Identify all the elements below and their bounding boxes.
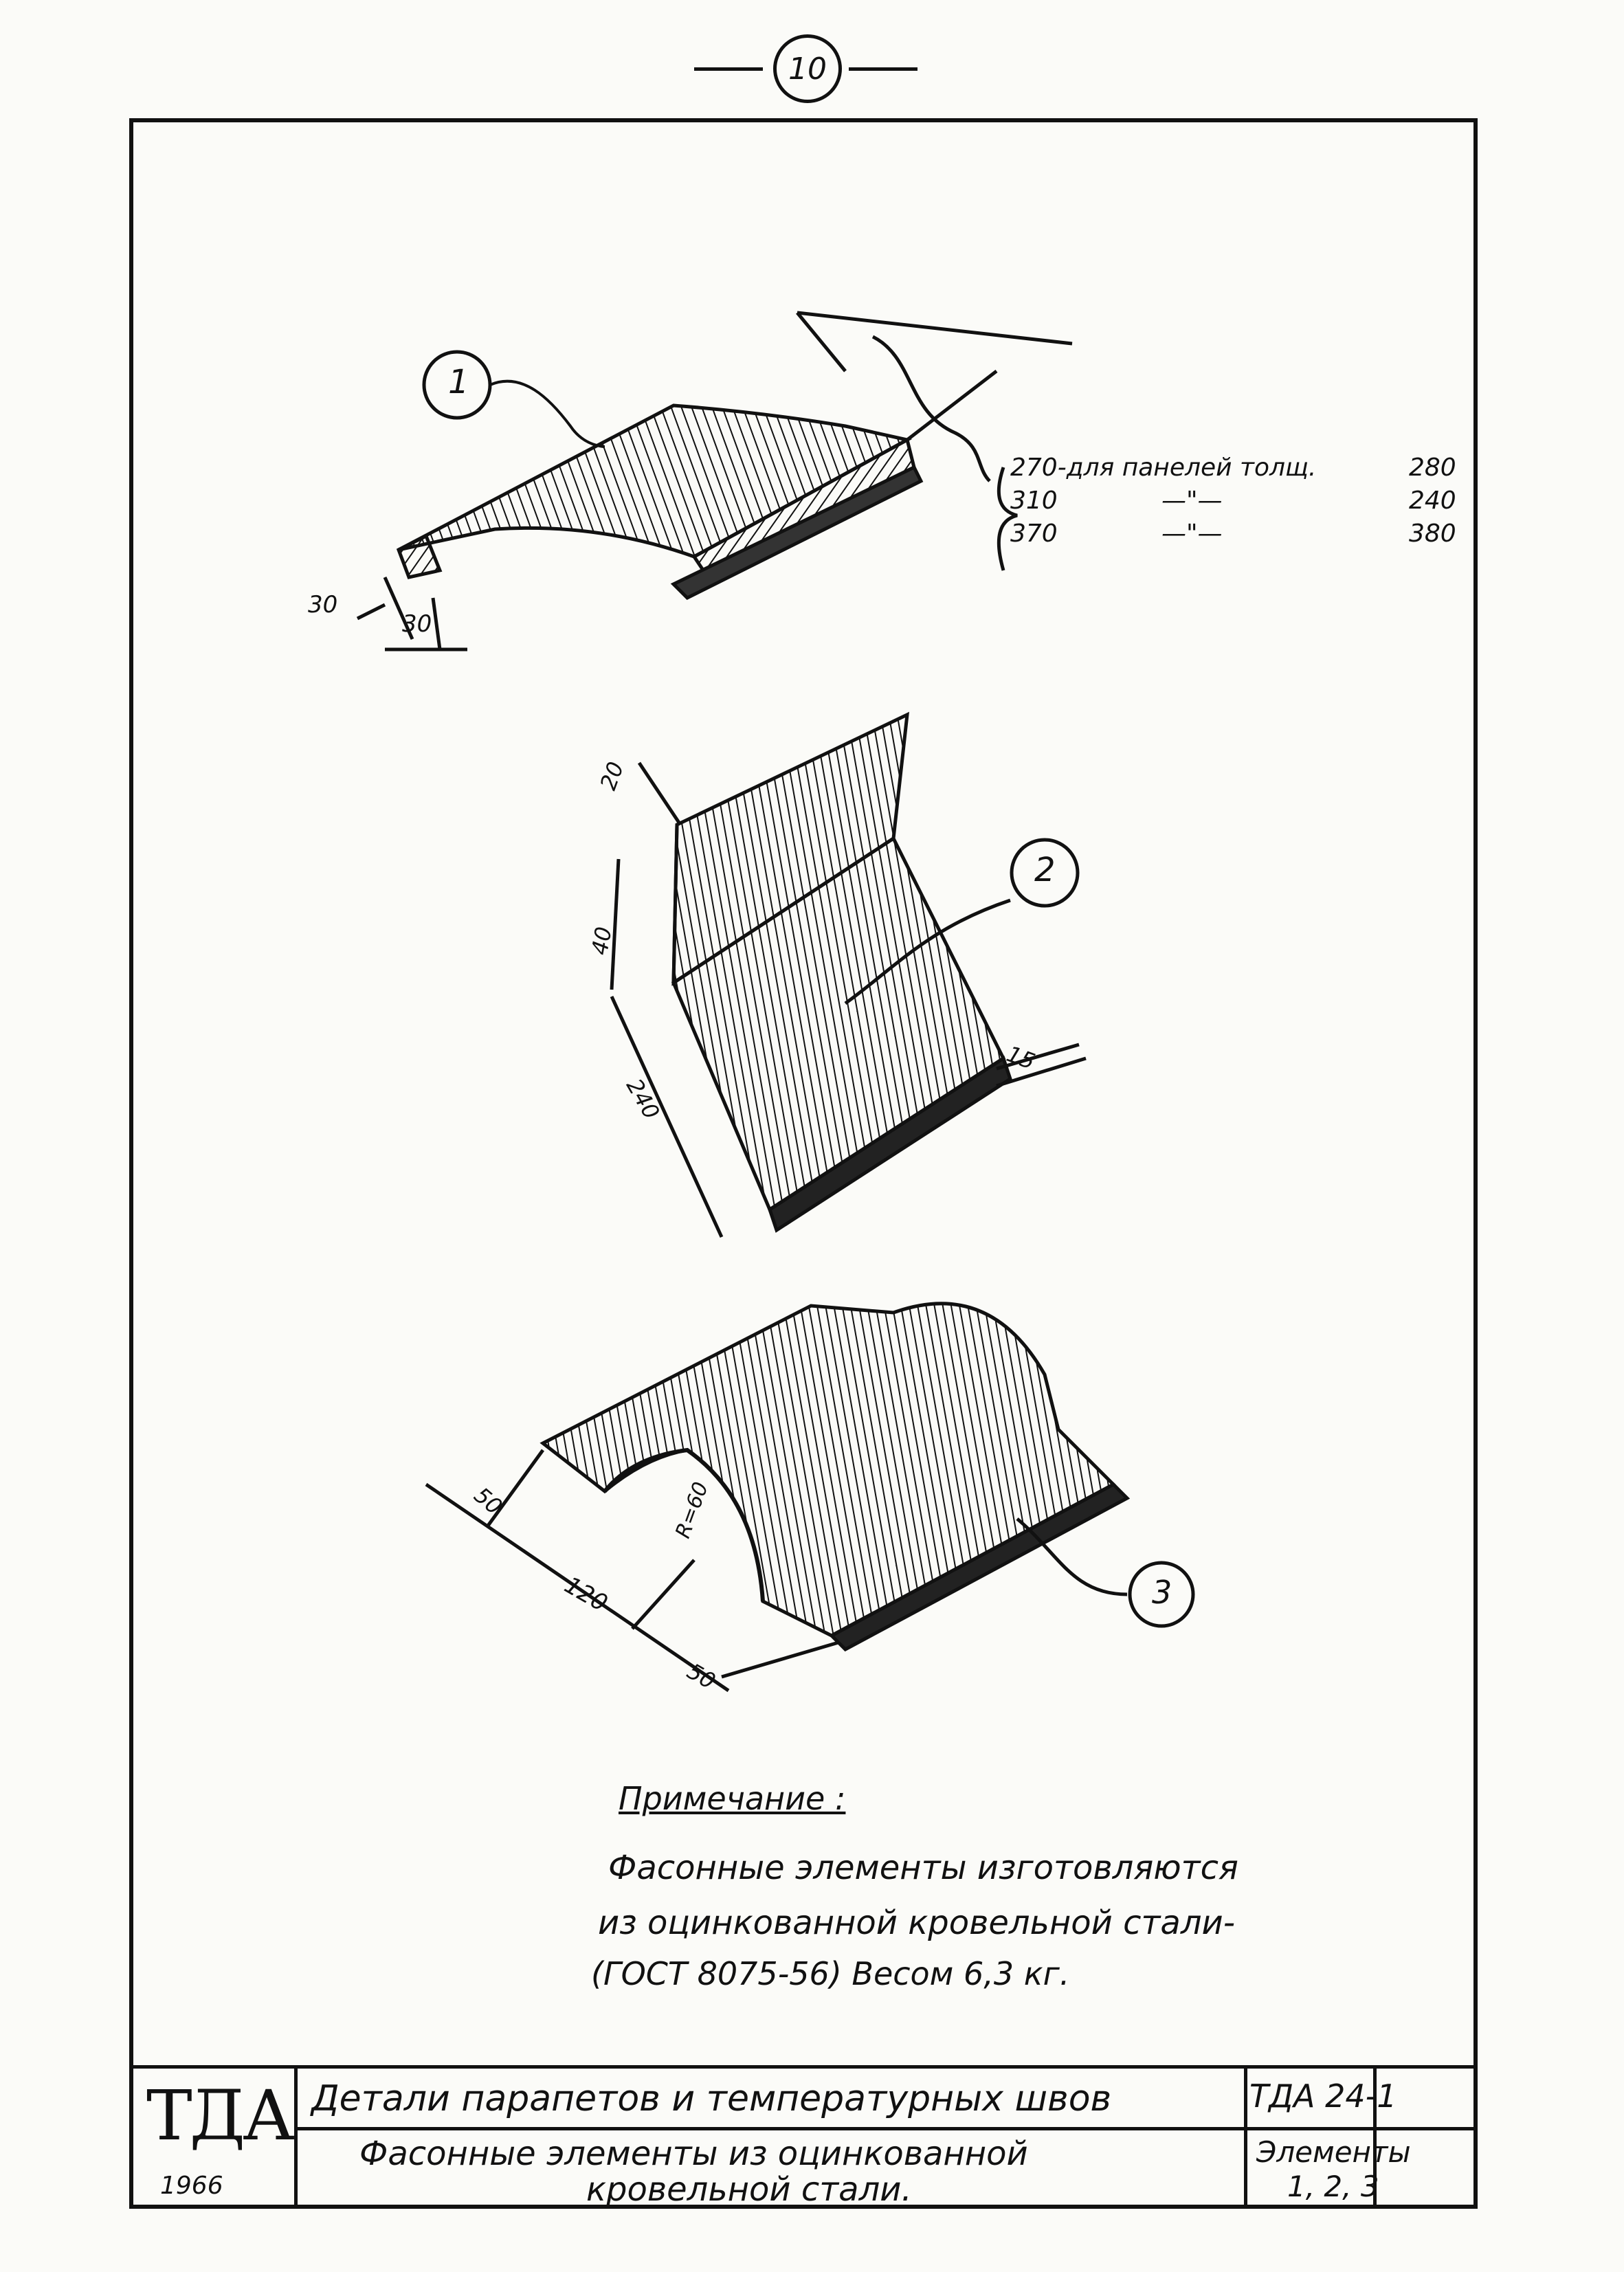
sheet-number-marker: 10 xyxy=(694,27,921,110)
element-1-dim-b: 30 xyxy=(402,610,432,638)
sheet-number: 10 xyxy=(788,51,827,87)
size-width: 270 xyxy=(1010,454,1058,482)
year: 1966 xyxy=(160,2172,223,2200)
note-heading: Примечание : xyxy=(619,1780,846,1817)
title-block-org-cell: ТДА 1966 xyxy=(129,2065,298,2209)
drawing-title: Детали парапетов и температурных швов xyxy=(311,2078,1112,2119)
note-line: из оцинкованной кровельной стали- xyxy=(598,1904,1236,1942)
sheet-number-line-left xyxy=(694,67,763,71)
org-logo: ТДА xyxy=(146,2075,295,2156)
element-1-drawing xyxy=(356,311,1073,651)
note-line: Фасонные элементы изготовляются xyxy=(608,1849,1238,1887)
code-column-border xyxy=(1244,2065,1478,2130)
drawing-code: ТДА 24-1 xyxy=(1249,2078,1397,2115)
element-1-dim-a: 30 xyxy=(308,591,338,619)
callout-circle-2 xyxy=(1010,838,1080,908)
title-cell: Детали парапетов и температурных швов xyxy=(294,2065,1377,2130)
elements-value: 1, 2, 3 xyxy=(1287,2170,1379,2203)
subtitle-cell: Фасонные элементы из оцинкованной кровел… xyxy=(294,2127,1377,2209)
size-table-row: 270-для панелей толщ. 280 xyxy=(1010,454,1464,487)
drawing-subtitle-line2: кровельной стали. xyxy=(586,2170,912,2209)
sheet-number-line-right xyxy=(849,67,917,71)
element-2-dim-mid: 40 xyxy=(586,924,617,957)
size-desc: -для панелей толщ. xyxy=(1057,454,1317,482)
sheet-number-circle: 10 xyxy=(773,34,842,103)
callout-3-label: 3 xyxy=(1152,1574,1172,1611)
size-desc: —"— xyxy=(1161,520,1223,548)
size-width: 370 xyxy=(1010,520,1058,548)
size-thickness: 280 xyxy=(1409,454,1456,482)
size-table-row: 310 —"— 240 xyxy=(1010,487,1464,520)
size-desc: —"— xyxy=(1161,487,1223,515)
elements-column-border xyxy=(1244,2127,1478,2209)
size-thickness: 240 xyxy=(1409,487,1456,515)
element-1-size-table: 270-для панелей толщ. 280 310 —"— 240 37… xyxy=(1010,454,1464,553)
size-thickness: 380 xyxy=(1409,520,1456,548)
drawing-subtitle-line1: Фасонные элементы из оцинкованной xyxy=(359,2135,1028,2173)
size-table-row: 370 —"— 380 xyxy=(1010,520,1464,553)
callout-2-label: 2 xyxy=(1034,851,1056,889)
callout-circle-3 xyxy=(1128,1561,1195,1628)
title-block: ТДА 1966 Детали парапетов и температурны… xyxy=(129,2065,1478,2209)
note-line: (ГОСТ 8075-56) Весом 6,3 кг. xyxy=(591,1955,1070,1992)
elements-label: Элементы xyxy=(1256,2135,1411,2169)
size-width: 310 xyxy=(1010,487,1058,515)
element-2-drawing xyxy=(610,711,1087,1238)
callout-1-label: 1 xyxy=(448,363,469,401)
element-3-drawing xyxy=(425,1302,1131,1693)
